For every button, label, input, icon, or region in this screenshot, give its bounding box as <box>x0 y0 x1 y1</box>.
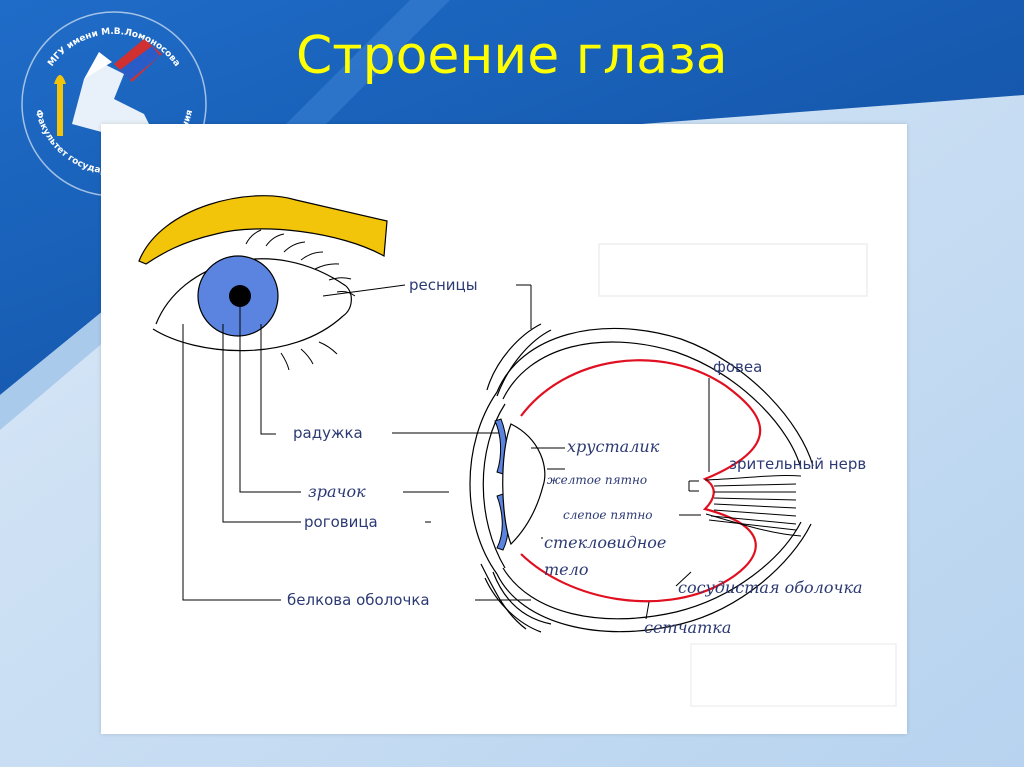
slide-title: Строение глаза <box>296 26 728 86</box>
label-yellow-spot: желтое пятно <box>547 473 647 487</box>
eyebrow <box>138 195 388 265</box>
retina-line <box>520 359 762 603</box>
label-choroid: сосудистая оболочка <box>678 578 863 597</box>
label-iris: радужка <box>293 424 363 442</box>
label-eyelashes: ресницы <box>409 276 478 294</box>
lower-eyelid-section <box>480 563 552 633</box>
eyelashes <box>245 229 356 371</box>
label-lens: хрусталик <box>567 437 660 456</box>
logo-text-top: МГУ имени М.В.Ломоносова <box>46 27 181 69</box>
label-optic-nerve: зрительный нерв <box>729 455 866 473</box>
label-pupil: зрачок <box>308 482 366 501</box>
sclera <box>469 327 814 633</box>
label-vitreous-body-line2: тело <box>544 560 588 579</box>
label-fovea: фовеа <box>713 358 762 376</box>
label-sclera: белкова оболочка <box>287 591 430 609</box>
upper-eyelid-section <box>486 323 552 397</box>
diagram-panel: ресницы радужка зрачок роговица белкова … <box>101 124 907 734</box>
label-cornea: роговица <box>304 513 378 531</box>
pupil <box>229 285 251 307</box>
eye-structure-diagram: ресницы радужка зрачок роговица белкова … <box>138 195 897 707</box>
label-vitreous-body-line1: стекловидное <box>544 533 666 552</box>
label-blind-spot: слепое пятно <box>563 508 653 522</box>
label-retina: сетчатка <box>644 618 731 637</box>
lens-section <box>502 423 546 546</box>
optic-nerve <box>704 475 802 537</box>
